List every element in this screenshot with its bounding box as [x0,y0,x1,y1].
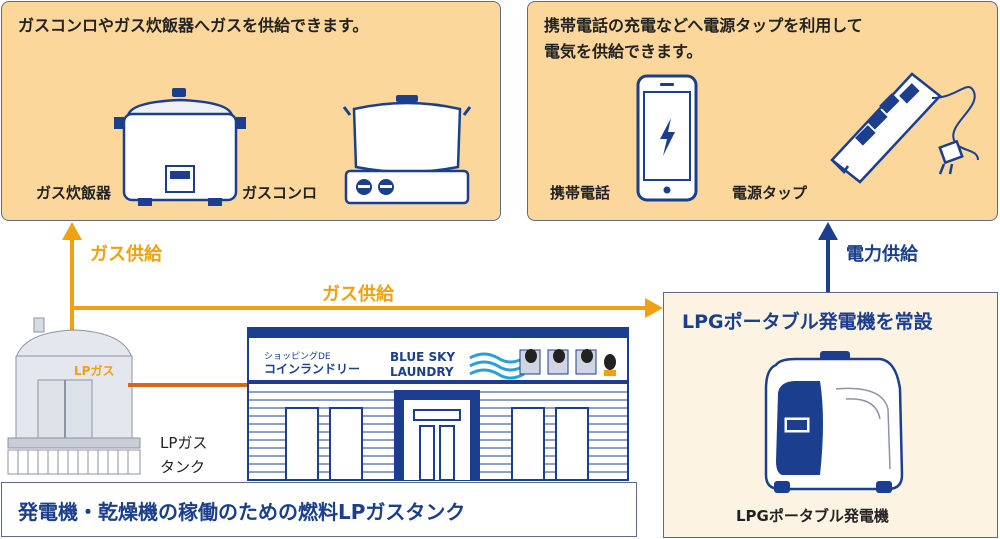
gas-arrow-up-icon [62,222,82,240]
power-panel-caption-line2: 電気を供給できます。 [544,42,703,61]
bottom-caption-box: 発電機・乾燥機の稼働のための燃料LPガスタンク [1,482,637,537]
power-arrow-up-icon [818,222,838,240]
shop-sign-small: ショッピングDE [264,352,331,362]
gas-supply-horizontal-line [70,306,648,310]
gas-supply-vertical-line [70,236,74,332]
gas-panel-caption: ガスコンロやガス炊飯器へガスを供給できます。 [18,16,369,35]
smartphone-label: 携帯電話 [550,184,611,202]
gas-pipe-to-shop [128,383,250,387]
shop-sign-main: コインランドリー [264,362,361,376]
shop-brand-line2: LAUNDRY [390,365,454,379]
power-strip-label: 電源タップ [732,184,808,202]
gas-arrow-right-icon [645,298,663,318]
mascot-penguins-icon [519,349,616,376]
power-supply-line [826,236,830,292]
rice-cooker-label: ガス炊飯器 [36,184,112,202]
gas-supply-horizontal-label: ガス供給 [322,284,394,305]
shop-brand-line1: BLUE SKY [390,350,456,364]
generator-panel-title: LPGポータブル発電機を常設 [682,311,933,333]
power-supply-label: 電力供給 [846,244,918,265]
generator-panel: LPGポータブル発電機を常設 LPGポータブル発電機 [663,292,998,538]
power-appliances-panel: 携帯電話の充電などへ電源タップを利用して 電気を供給できます。 携帯電話 電源タ… [527,1,998,221]
gas-appliances-panel: ガスコンロやガス炊飯器へガスを供給できます。 ガス炊飯器 ガスコンロ [1,1,501,221]
bottom-caption: 発電機・乾燥機の稼働のための燃料LPガスタンク [18,500,466,524]
gas-stove-label: ガスコンロ [242,184,318,202]
tank-label-line2: タンク [160,458,206,476]
gas-stove-icon [342,95,472,205]
rice-cooker-icon [114,88,246,206]
portable-generator-icon [764,351,904,493]
gas-supply-vertical-label: ガス供給 [90,244,162,265]
tank-label-line1: LPガス [160,434,208,452]
smartphone-icon [636,74,698,202]
generator-label: LPGポータブル発電機 [736,507,889,525]
lp-gas-tank-icon [7,317,141,475]
tank-body-label: LPガス [74,364,115,378]
power-panel-caption-line1: 携帯電話の充電などへ電源タップを利用して [544,16,863,35]
power-strip-icon [830,72,979,184]
coin-laundry-building-icon [247,327,629,481]
